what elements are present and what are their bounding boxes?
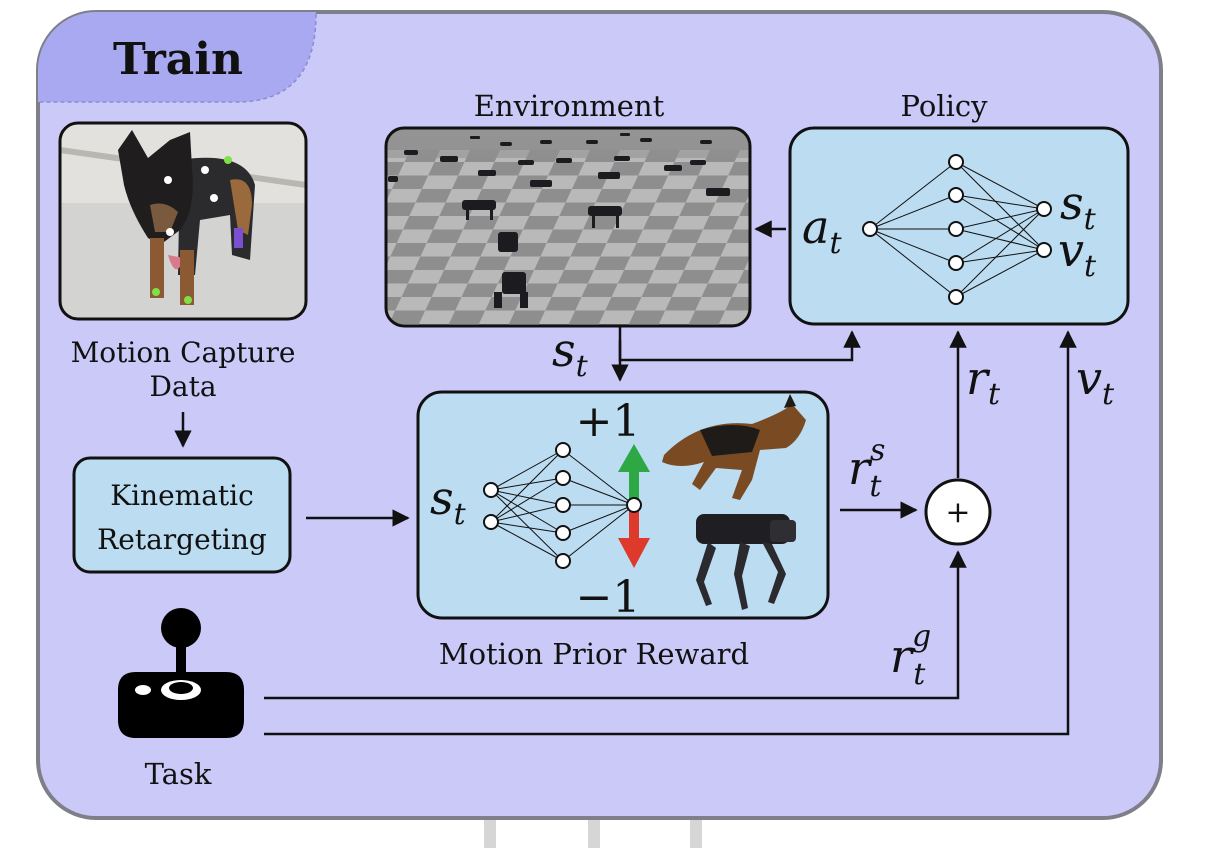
- policy-output-value: vt: [1058, 223, 1097, 284]
- reward-down-arrow: [618, 510, 650, 568]
- value-label: vt: [1076, 351, 1115, 412]
- joystick-icon: [118, 608, 244, 738]
- quadruped-robot-image: [696, 514, 796, 610]
- mocap-label-line2: Data: [149, 370, 216, 403]
- environment-image: [384, 126, 752, 328]
- policy-title: Policy: [901, 89, 989, 123]
- reward-input-label: st: [430, 471, 467, 532]
- running-dog-image: [662, 394, 806, 500]
- mocap-photo: [58, 121, 308, 321]
- title-tab: [38, 12, 316, 102]
- watermark: [484, 820, 702, 848]
- policy-input-label: at: [802, 200, 842, 261]
- arrow-task-to-sum: [264, 550, 967, 700]
- sum-node: [924, 478, 992, 546]
- reward-up-arrow: [618, 444, 650, 500]
- policy-network: [869, 161, 1045, 298]
- retargeting-box: [72, 456, 292, 574]
- discriminator-network: [490, 449, 635, 562]
- arrow-task-to-policy-value: [264, 330, 1077, 736]
- reward-minus-one: −1: [576, 572, 641, 623]
- mocap-label-line1: Motion Capture: [71, 336, 296, 369]
- policy-nodes: [862, 154, 1052, 305]
- sum-symbol: +: [945, 495, 970, 530]
- task-label: Task: [145, 757, 212, 791]
- policy-output-state: st: [1060, 176, 1097, 237]
- retargeting-line2: Retargeting: [97, 523, 267, 556]
- reward-plus-one: +1: [576, 396, 641, 447]
- retargeting-line1: Kinematic: [110, 479, 254, 512]
- panel-title: Train: [113, 34, 243, 85]
- discriminator-nodes: [483, 442, 642, 569]
- state-label: st: [552, 323, 589, 384]
- reward-label: rt: [966, 351, 1001, 412]
- environment-title: Environment: [474, 89, 665, 123]
- reward-caption: Motion Prior Reward: [439, 637, 749, 671]
